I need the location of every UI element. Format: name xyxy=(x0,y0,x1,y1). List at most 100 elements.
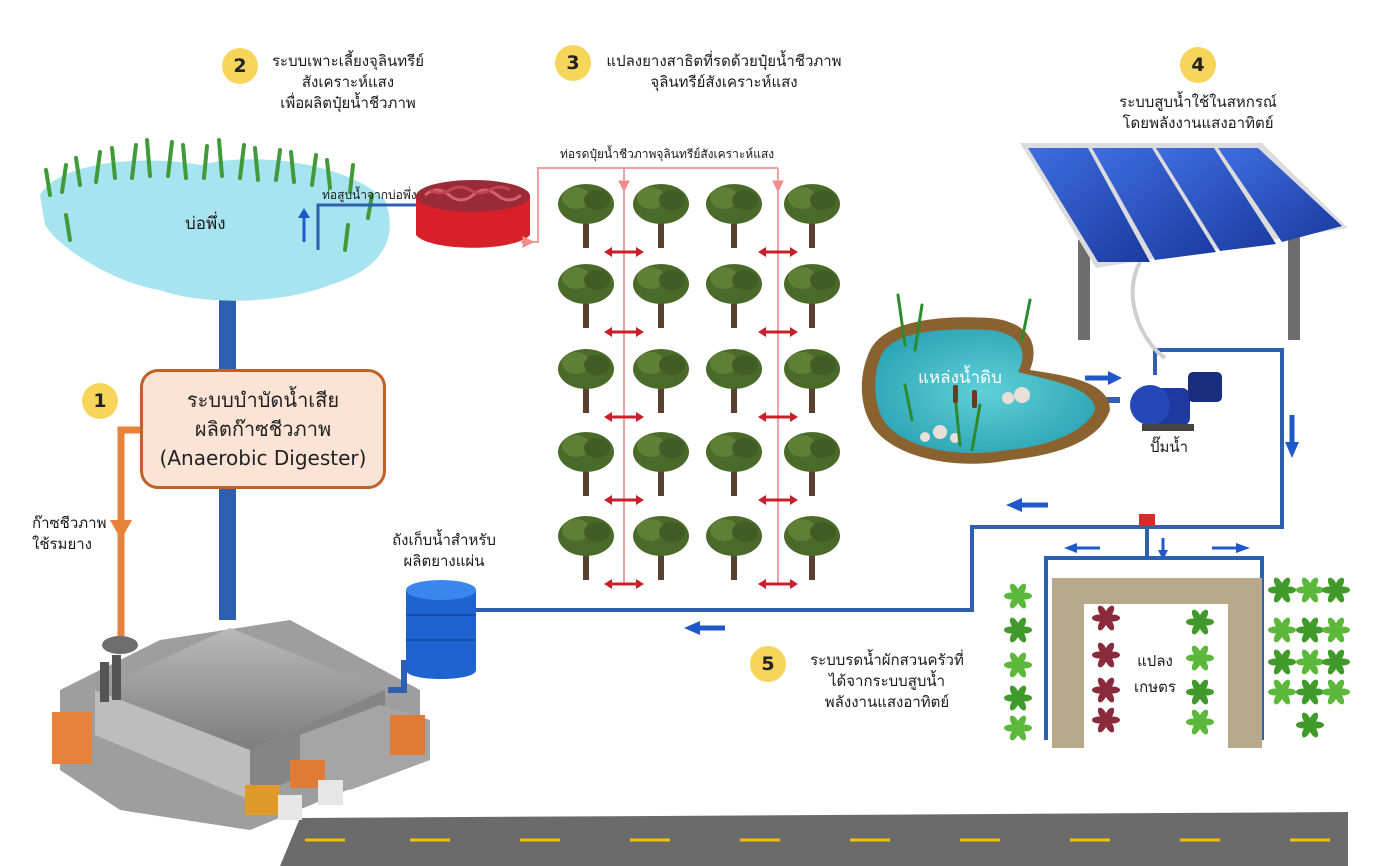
pond-pipe xyxy=(298,203,432,250)
plant-icon xyxy=(1296,649,1324,675)
arrow-icon xyxy=(758,495,798,505)
biogas-label: ก๊าซชีวภาพ ใช้รมยาง xyxy=(32,514,107,553)
factory-icon xyxy=(52,620,430,830)
tree-icon xyxy=(558,264,614,328)
step-2-badge: 2 xyxy=(222,48,258,84)
step-1-line-1: ระบบบำบัดน้ำเสีย xyxy=(186,387,340,412)
tree-icon xyxy=(633,184,689,248)
plant-icon xyxy=(1296,577,1324,603)
water-source-label: แหล่งน้ำดิบ xyxy=(918,368,1002,388)
anaerobic-digester-box: ระบบบำบัดน้ำเสีย ผลิตก๊าซชีวภาพ (Anaerob… xyxy=(140,369,386,489)
up-arrow-icon xyxy=(298,208,310,218)
step-3-text: แปลงยางสาธิตที่รดด้วยปุ๋ยน้ำชีวภาพ จุลิน… xyxy=(606,52,842,91)
plant-icon xyxy=(1296,679,1324,705)
water-pump-icon xyxy=(1130,372,1222,431)
step-1-line-3: (Anaerobic Digester) xyxy=(159,445,367,470)
step-1-badge: 1 xyxy=(82,383,118,419)
arrow-icon xyxy=(1158,538,1168,560)
arrow-icon xyxy=(604,327,644,337)
tree-icon xyxy=(784,349,840,413)
plant-icon xyxy=(1092,605,1120,631)
plant-icon xyxy=(1322,679,1350,705)
arrow-icon xyxy=(758,579,798,589)
arrow-icon xyxy=(758,412,798,422)
fertilizer-pipes xyxy=(521,167,784,585)
plant-icon xyxy=(1268,617,1296,643)
farm-plot-label: แปลง เกษตร xyxy=(1134,652,1176,696)
step-2-text: ระบบเพาะเลี้ยงจุลินทรีย์ สังเคราะห์แสง เ… xyxy=(271,52,425,112)
arrow-icon xyxy=(604,579,644,589)
plant-icon xyxy=(1004,652,1032,678)
tree-icon xyxy=(633,349,689,413)
tree-icon xyxy=(558,184,614,248)
pond-label: บ่อพึ่ง xyxy=(185,214,226,234)
bioreactor-icon xyxy=(416,180,530,248)
tree-icon xyxy=(784,432,840,496)
tree-icon xyxy=(558,349,614,413)
plant-icon xyxy=(1322,617,1350,643)
plant-icon xyxy=(1004,685,1032,711)
pump-label: ปั๊มน้ำ xyxy=(1150,438,1189,456)
plant-icon xyxy=(1186,609,1214,635)
tree-icon xyxy=(784,184,840,248)
pond xyxy=(40,138,390,301)
arrow-icon xyxy=(758,327,798,337)
arrow-icon xyxy=(604,412,644,422)
plant-icon-group xyxy=(1004,577,1350,741)
plant-icon xyxy=(1186,645,1214,671)
step-5-badge: 5 xyxy=(750,646,786,682)
fertilizer-spread-arrows xyxy=(604,247,798,589)
plant-icon xyxy=(1186,709,1214,735)
plant-icon xyxy=(1268,577,1296,603)
arrow-icon xyxy=(604,495,644,505)
pond-pipe-label: ท่อสูบน้ำจากบ่อพึ่ง xyxy=(322,188,417,202)
reeds xyxy=(44,138,374,252)
water-tank-icon xyxy=(388,580,476,693)
arrow-icon xyxy=(1006,498,1048,512)
flow-arrows xyxy=(684,371,1299,635)
tree-icon xyxy=(706,184,762,248)
tank-label: ถังเก็บน้ำสำหรับ ผลิตยางแผ่น xyxy=(392,531,496,570)
tree-icon xyxy=(784,516,840,580)
plant-icon xyxy=(1004,715,1032,741)
plant-icon xyxy=(1268,679,1296,705)
plant-icon xyxy=(1322,577,1350,603)
plant-icon xyxy=(1092,707,1120,733)
arrow-icon xyxy=(1285,415,1299,458)
arrow-icon xyxy=(1064,543,1100,553)
plant-icon xyxy=(1322,649,1350,675)
tree-icon xyxy=(706,516,762,580)
tree-icon xyxy=(706,349,762,413)
arrow-icon xyxy=(684,621,725,635)
raw-water-pond xyxy=(861,293,1110,464)
tree-icon xyxy=(558,432,614,496)
tree-icon xyxy=(633,516,689,580)
step-1-line-2: ผลิตก๊าซชีวภาพ xyxy=(194,416,332,441)
plant-icon xyxy=(1092,677,1120,703)
solar-panel-icon xyxy=(1020,143,1348,360)
valve-icon xyxy=(1139,514,1155,526)
step-4-badge: 4 xyxy=(1180,47,1216,83)
step-3-badge: 3 xyxy=(555,45,591,81)
arrow-icon xyxy=(1212,543,1250,553)
step-4-text: ระบบสูบน้ำใช้ในสหกรณ์ โดยพลังงานแสงอาทิต… xyxy=(1119,93,1277,132)
fertilizer-pipe-label: ท่อรดปุ๋ยน้ำชีวภาพจุลินทรีย์สังเคราะห์แส… xyxy=(560,147,775,161)
garden-plot xyxy=(1004,577,1350,748)
tree-icon xyxy=(706,432,762,496)
arrow-icon xyxy=(604,247,644,257)
rubber-tree-grid xyxy=(558,184,840,580)
tree-icon xyxy=(784,264,840,328)
plant-icon xyxy=(1296,617,1324,643)
plant-icon xyxy=(1092,642,1120,668)
plant-icon xyxy=(1004,583,1032,609)
plant-icon xyxy=(1296,712,1324,738)
arrow-icon xyxy=(1085,371,1122,385)
tree-icon xyxy=(633,264,689,328)
plant-icon xyxy=(1004,617,1032,643)
down-arrow-icon xyxy=(110,520,132,540)
tree-icon xyxy=(633,432,689,496)
road xyxy=(280,812,1348,866)
tree-icon xyxy=(558,516,614,580)
tree-icon xyxy=(706,264,762,328)
biogas-pipe xyxy=(110,426,140,650)
